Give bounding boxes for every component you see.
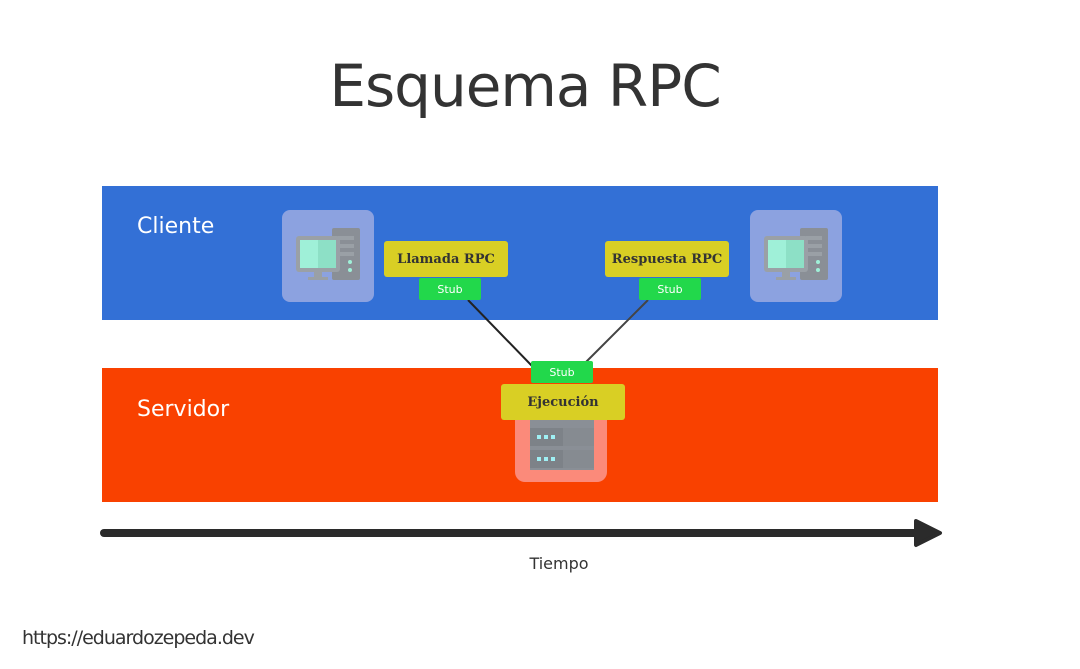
execution-callout: Ejecución — [501, 384, 625, 420]
timeline-arrow-head — [914, 519, 942, 547]
client-start-tile — [282, 210, 374, 302]
desktop-computer-icon — [296, 228, 360, 280]
response-connector-line — [585, 299, 649, 363]
server-lane-label: Servidor — [137, 397, 230, 422]
client-lane-label: Cliente — [137, 214, 215, 239]
footer-url[interactable]: https://eduardozepeda.dev — [22, 627, 255, 649]
client-response-stub: Stub — [639, 278, 701, 300]
rpc-response-callout: Respuesta RPC — [605, 241, 729, 277]
client-end-tile — [750, 210, 842, 302]
page-title: Esquema RPC — [329, 52, 721, 120]
rpc-call-callout: Llamada RPC — [384, 241, 508, 277]
client-call-stub: Stub — [419, 278, 481, 300]
server-rack-icon — [530, 420, 594, 470]
server-stub: Stub — [531, 361, 593, 383]
desktop-computer-icon — [764, 228, 828, 280]
timeline-label: Tiempo — [529, 554, 589, 573]
call-connector-line — [467, 299, 534, 368]
